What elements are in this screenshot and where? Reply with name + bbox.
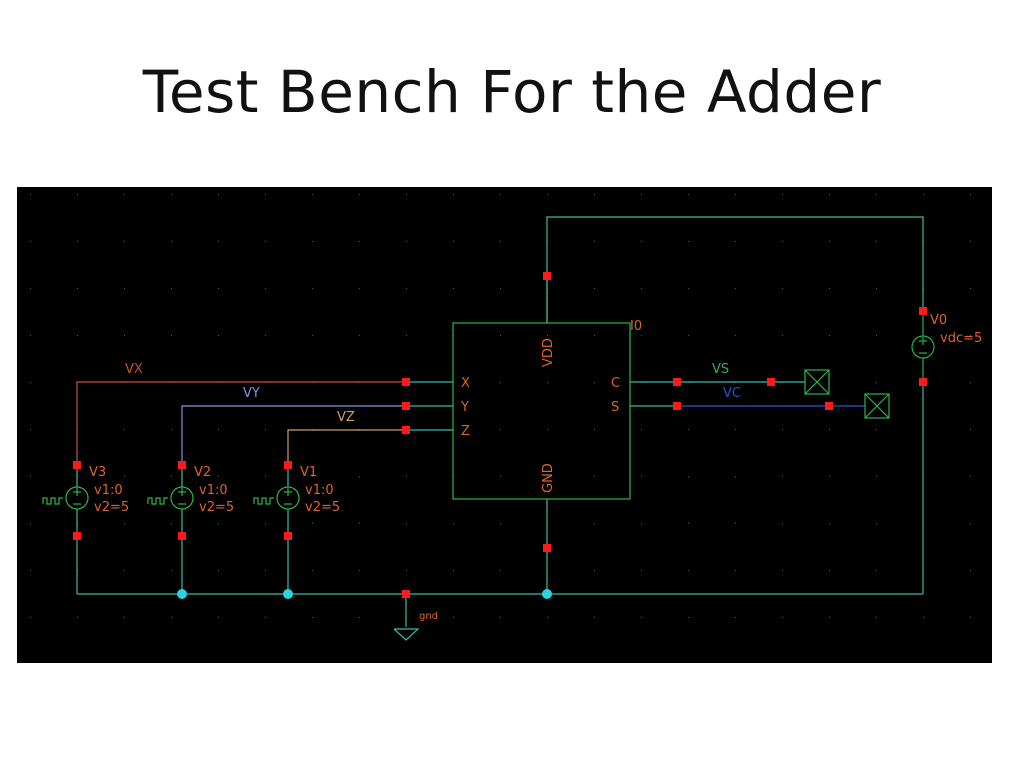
grid-dots <box>17 187 992 663</box>
pin-marker[interactable] <box>402 378 410 386</box>
v2-pulse-icon <box>147 497 168 505</box>
pin-marker[interactable] <box>178 532 186 540</box>
ground-label: gnd <box>419 611 438 622</box>
pin-label-gnd: GND <box>541 463 556 493</box>
pin-label-vdd: VDD <box>541 338 556 367</box>
source-v3-v1: v1:0 <box>94 483 123 498</box>
source-v1-v1: v1:0 <box>305 483 334 498</box>
pin-label-s: S <box>611 400 619 415</box>
vdd-wire <box>546 216 924 323</box>
pulse-source-v2[interactable] <box>147 486 194 510</box>
pin-label-c: C <box>611 376 620 391</box>
vs-probe-x2 <box>804 369 830 395</box>
source-v1-v2: v2=5 <box>305 500 340 515</box>
pin-marker[interactable] <box>767 378 775 386</box>
instance-name-label: I0 <box>630 319 642 334</box>
source-v1-name: V1 <box>300 465 317 480</box>
vy-wire <box>181 405 406 465</box>
net-label-vz: VZ <box>337 410 355 425</box>
schematic-canvas: I0 X Y Z C S VDD GND VX VY VZ VS VC V3 v… <box>17 187 992 663</box>
pin-markers[interactable] <box>73 272 927 598</box>
source-v2-v1: v1:0 <box>199 483 228 498</box>
net-label-vy: VY <box>243 386 260 401</box>
pin-marker[interactable] <box>673 402 681 410</box>
pin-label-y: Y <box>460 400 469 415</box>
junction-dot <box>542 589 552 599</box>
pin-marker[interactable] <box>402 590 410 598</box>
pin-marker[interactable] <box>825 402 833 410</box>
pin-marker[interactable] <box>284 461 292 469</box>
pulse-source-v3[interactable] <box>42 486 89 510</box>
dc-source-name: V0 <box>930 313 947 328</box>
vc-probe[interactable] <box>864 393 890 419</box>
pin-marker[interactable] <box>673 378 681 386</box>
source-v3-name: V3 <box>89 465 106 480</box>
v3-symbol <box>65 486 89 510</box>
v1-symbol <box>276 486 300 510</box>
pin-label-z: Z <box>461 424 470 439</box>
source-v2-v2: v2=5 <box>199 500 234 515</box>
dc-source-value: vdc=5 <box>940 331 982 346</box>
pin-marker[interactable] <box>919 378 927 386</box>
vc-probe-x2 <box>864 393 890 419</box>
v3-pulse-icon <box>42 497 63 505</box>
v2-symbol <box>170 486 194 510</box>
vx-wire <box>76 381 406 465</box>
pin-marker[interactable] <box>73 532 81 540</box>
source-v3-v2: v2=5 <box>94 500 129 515</box>
ground-symbol <box>393 628 420 641</box>
junction-dot <box>283 589 293 599</box>
vs-probe[interactable] <box>804 369 830 395</box>
net-label-vx: VX <box>125 362 143 377</box>
pin-marker[interactable] <box>284 532 292 540</box>
power-wiring <box>76 216 924 641</box>
pin-marker[interactable] <box>543 544 551 552</box>
pin-marker[interactable] <box>543 272 551 280</box>
adder-instance-box[interactable] <box>452 322 631 500</box>
junction-dots <box>177 589 552 599</box>
pulse-source-v1[interactable] <box>253 486 300 510</box>
slide-title: Test Bench For the Adder <box>142 58 882 126</box>
pin-label-x: X <box>461 376 470 391</box>
source-v2-name: V2 <box>194 465 211 480</box>
pin-marker[interactable] <box>919 307 927 315</box>
pin-marker[interactable] <box>402 426 410 434</box>
net-label-vc: VC <box>723 386 741 401</box>
junction-dot <box>177 589 187 599</box>
pin-marker[interactable] <box>178 461 186 469</box>
output-probes[interactable] <box>804 369 890 419</box>
pin-marker[interactable] <box>402 402 410 410</box>
vz-wire <box>287 429 406 465</box>
v1-pulse-icon <box>253 497 274 505</box>
net-label-vs: VS <box>712 362 729 377</box>
pin-marker[interactable] <box>73 461 81 469</box>
